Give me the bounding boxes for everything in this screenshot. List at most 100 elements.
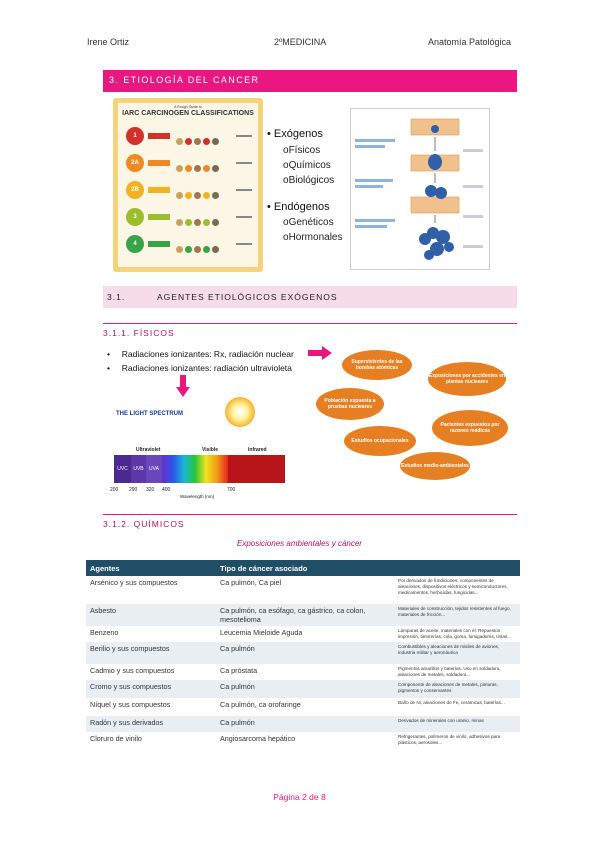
- light-spectrum-figure: THE LIGHT SPECTRUM Ultraviolet Visible I…: [104, 397, 293, 500]
- agent-icon: [194, 165, 201, 172]
- agent-icon: [176, 165, 183, 172]
- iarc-group-bar: [148, 214, 170, 220]
- agent-icon: [194, 192, 201, 199]
- column-header: [394, 560, 520, 576]
- agent-icon: [212, 192, 219, 199]
- heading-rule: [103, 323, 517, 324]
- iarc-title: IARC CARCINOGEN CLASSIFICATIONS: [122, 110, 254, 117]
- iarc-agent-icons: [176, 240, 232, 253]
- section-title: 3. ETIOLOGÍA DEL CANCER: [109, 75, 260, 85]
- agent-icon: [185, 246, 192, 253]
- header-subject: Anatomía Patológica: [428, 37, 512, 47]
- fisicos-heading: 3.1.1. FÍSICOS: [103, 328, 175, 338]
- iarc-group-text: [236, 216, 252, 218]
- cancer-type-cell: Ca pulmón: [216, 680, 394, 698]
- sun-icon: [225, 397, 255, 427]
- exposure-bubble: Supervivientes de las bombas atómicas: [342, 350, 412, 380]
- uvb-band: UVB: [131, 455, 146, 483]
- exogenous-sub-item: oFísicos: [283, 145, 321, 156]
- tick-label: 700: [227, 487, 236, 493]
- agent-icon: [203, 165, 210, 172]
- iarc-group-bar: [148, 133, 170, 139]
- iarc-group-badge: 4: [126, 235, 144, 253]
- agent-icon: [203, 219, 210, 226]
- iarc-group-bar: [148, 187, 170, 193]
- source-note-cell: Por derivados de fundiciones: componente…: [398, 578, 508, 595]
- agent-icon: [203, 246, 210, 253]
- agent-icon: [194, 219, 201, 226]
- iarc-group-badge: 3: [126, 208, 144, 226]
- fisicos-bullet: • Radiaciones ionizantes: Rx, radiación …: [107, 349, 294, 359]
- column-header: Tipo de cáncer asociado: [216, 560, 394, 576]
- endogenous-sub-item: oHormonales: [283, 232, 343, 243]
- exogenous-sub-item: oQuímicos: [283, 160, 331, 171]
- agent-cell: Asbesto: [86, 604, 216, 626]
- cancer-type-cell: Ca próstata: [220, 666, 258, 675]
- tick-label: 320: [146, 487, 155, 493]
- band-label: Infrared: [248, 447, 267, 453]
- agent-icon: [212, 219, 219, 226]
- endogenous-item: • Endógenos: [267, 201, 330, 213]
- source-note-cell: Derivados de minerales con uranio, minas: [394, 716, 520, 732]
- exposure-bubble: Población expuesta a pruebas nucleares: [316, 388, 384, 420]
- exposure-bubble: Exposiciones por accidentes en plantas n…: [428, 362, 506, 396]
- cancer-type-cell: Ca pulmón: [216, 642, 394, 664]
- agent-icon: [212, 138, 219, 145]
- agent-icon: [185, 165, 192, 172]
- quimicos-heading: 3.1.2. QUÍMICOS: [103, 519, 185, 529]
- column-header: Agentes: [86, 560, 216, 576]
- agent-icon: [194, 246, 201, 253]
- spectrum-bar: UVC UVB UVA: [114, 455, 285, 483]
- iarc-group-badge: 2A: [126, 154, 144, 172]
- agent-icon: [176, 138, 183, 145]
- iarc-agent-icons: [176, 132, 232, 145]
- agent-cell: Arsénico y sus compuestos: [90, 578, 178, 587]
- cancer-type-cell: Ca pulmón, Ca piel: [220, 578, 282, 587]
- header-author: Irene Ortiz: [87, 37, 130, 47]
- uvc-band: UVC: [114, 455, 131, 483]
- table-row: Níquel y sus compuestos Ca pulmón, ca oro…: [86, 698, 520, 716]
- subsection-number: 3.1.: [107, 292, 126, 302]
- agent-cell: Cromo y sus compuestos: [86, 680, 216, 698]
- agent-icon: [176, 219, 183, 226]
- cancer-type-cell: Angiosarcoma hepático: [220, 734, 296, 743]
- band-label: Visible: [202, 447, 219, 453]
- iarc-group-text: [236, 135, 252, 137]
- page-number: Página 2 de 8: [273, 792, 326, 802]
- table-row: Arsénico y sus compuestos Ca pulmón, Ca p…: [86, 576, 520, 604]
- source-note-cell: Componente de aleaciones de metales, pin…: [394, 680, 520, 698]
- header-course: 2ºMEDICINA: [274, 37, 327, 47]
- fisicos-bullet: • Radiaciones ionizantes: radiación ultr…: [107, 363, 292, 373]
- iarc-group-bar: [148, 241, 170, 247]
- iarc-agent-icons: [176, 186, 232, 199]
- exposure-bubble: Estudios medio-ambientales: [400, 452, 470, 480]
- iarc-group-text: [236, 162, 252, 164]
- iarc-group-bar: [148, 160, 170, 166]
- endogenous-sub-item: oGenéticos: [283, 217, 334, 228]
- iarc-group-text: [236, 189, 252, 191]
- agent-icon: [203, 192, 210, 199]
- tick-label: 400: [162, 487, 171, 493]
- agent-cell: Benzeno: [90, 628, 119, 637]
- exposure-diagram: Supervivientes de las bombas atómicas Ex…: [316, 348, 514, 480]
- cancer-type-cell: Ca pulmón, ca orofaringe: [220, 700, 301, 709]
- iarc-group-text: [236, 243, 252, 245]
- agent-cell: Berilio y sus compuestos: [86, 642, 216, 664]
- agent-icon: [185, 219, 192, 226]
- iarc-agent-icons: [176, 159, 232, 172]
- agent-icon: [203, 138, 210, 145]
- table-caption: Exposiciones ambientales y cáncer: [237, 539, 362, 548]
- arrow-down-icon: [176, 375, 190, 397]
- carcinogenesis-diagram: [350, 108, 490, 270]
- iarc-subtitle: A Rough Guide to: [174, 105, 202, 109]
- infrared-band: [228, 455, 285, 483]
- subsection-title: AGENTES ETIOLÓGICOS EXÓGENOS: [157, 292, 338, 302]
- source-note-cell: Materiales de construcción, tejidos resi…: [394, 604, 520, 626]
- agent-cell: Níquel y sus compuestos: [90, 700, 171, 709]
- tick-label: 200: [110, 487, 119, 493]
- iarc-group-badge: 2B: [126, 181, 144, 199]
